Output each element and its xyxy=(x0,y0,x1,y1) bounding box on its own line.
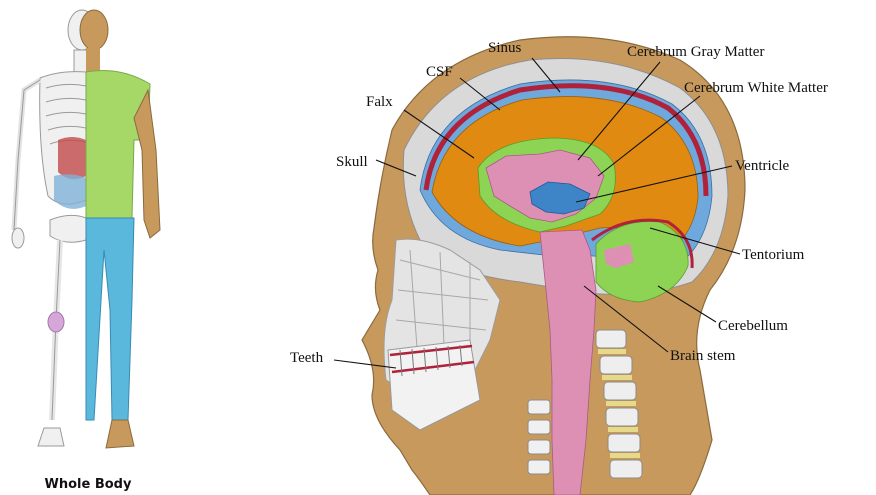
label-brain-stem: Brain stem xyxy=(670,348,736,364)
label-tentorium: Tentorium xyxy=(742,247,805,263)
label-gray-matter: Cerebrum Gray Matter xyxy=(627,44,764,60)
abdomen-organs xyxy=(54,174,86,209)
label-skull: Skull xyxy=(336,154,368,170)
label-ventricle: Ventricle xyxy=(735,158,789,174)
whole-body-model: Whole Body xyxy=(12,10,160,492)
label-sinus: Sinus xyxy=(488,40,522,56)
clothed-half xyxy=(80,10,160,448)
label-csf: CSF xyxy=(426,64,453,80)
label-teeth: Teeth xyxy=(290,350,324,366)
label-falx: Falx xyxy=(366,94,393,110)
skeleton-half xyxy=(12,10,96,446)
whole-body-caption: Whole Body xyxy=(45,477,132,492)
label-white-matter: Cerebrum White Matter xyxy=(684,80,828,96)
organs xyxy=(58,137,86,179)
label-cerebellum: Cerebellum xyxy=(718,318,788,334)
